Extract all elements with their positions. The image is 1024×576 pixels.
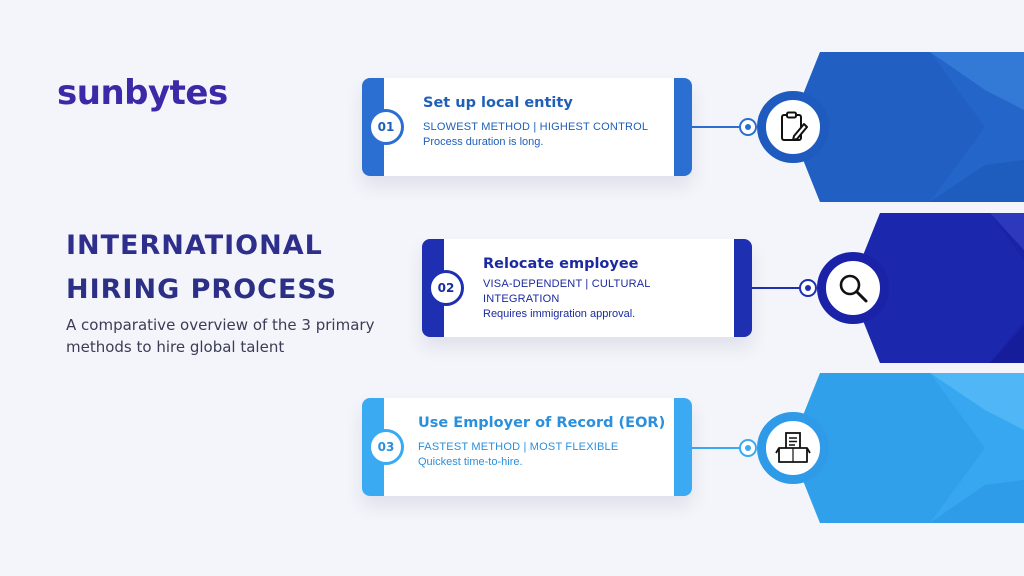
step-description: Process duration is long.: [423, 136, 544, 148]
step-tag: VISA-DEPENDENT | CULTURAL INTEGRATION: [483, 278, 651, 305]
step-tag: FASTEST METHOD | MOST FLEXIBLE: [418, 441, 619, 453]
step-number-badge: 02: [428, 270, 464, 306]
step-description: Requires immigration approval.: [483, 308, 636, 320]
page-subtitle: A comparative overview of the 3 primary …: [66, 316, 375, 356]
step-number-badge: 01: [368, 109, 404, 145]
step-card-1: 01 Set up local entity SLOWEST METHOD | …: [362, 78, 692, 176]
title-line-1: INTERNATIONAL: [66, 230, 323, 261]
step-icon-circle-2: [817, 252, 889, 324]
document-box-icon: [775, 432, 811, 463]
step-tag: SLOWEST METHOD | HIGHEST CONTROL: [423, 121, 649, 133]
step-description: Quickest time-to-hire.: [418, 456, 523, 468]
page-title: INTERNATIONAL HIRING PROCESS: [66, 224, 386, 312]
magnifier-icon: [839, 274, 868, 303]
clipboard-edit-icon: [781, 111, 808, 141]
step-card-3: 03 Use Employer of Record (EOR) FASTEST …: [362, 398, 692, 496]
step-icon-circle-3: [757, 412, 829, 484]
step-card-2: 02 Relocate employee VISA-DEPENDENT | CU…: [422, 239, 752, 337]
step-icon-circle-1: [757, 91, 829, 163]
step-title: Relocate employee: [483, 256, 639, 272]
step-title: Use Employer of Record (EOR): [418, 415, 666, 431]
step-number-badge: 03: [368, 429, 404, 465]
step-title: Set up local entity: [423, 95, 573, 111]
brand-logo: sunbytes: [57, 73, 228, 113]
title-line-2: HIRING PROCESS: [66, 274, 338, 305]
